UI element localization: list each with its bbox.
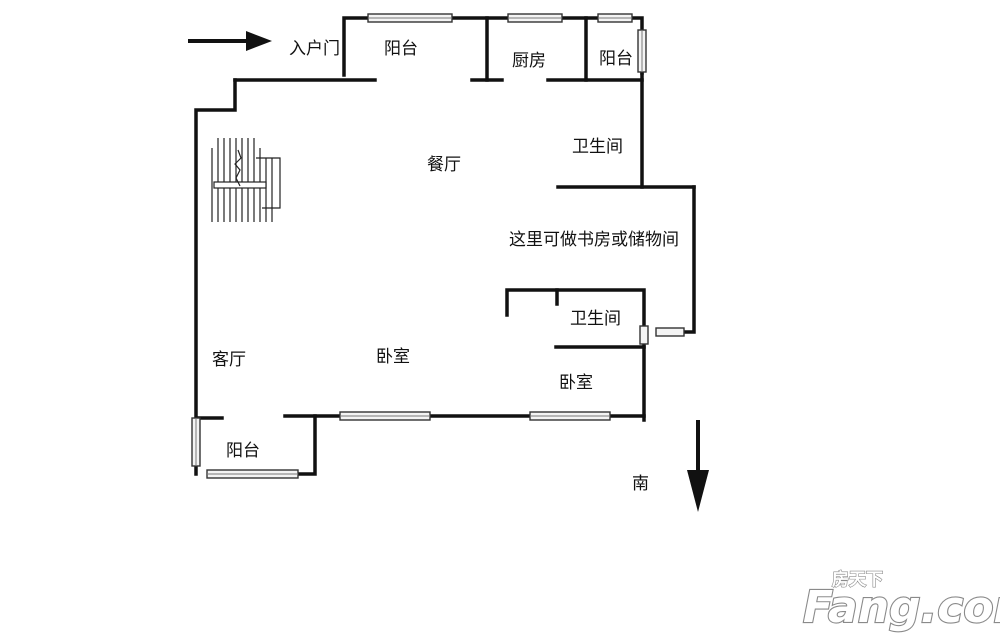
label-balcony-top: 阳台: [384, 39, 418, 59]
windows: [191, 13, 685, 479]
south-arrow-icon: [687, 420, 709, 512]
staircase: [211, 138, 281, 222]
compass-south-label: 南: [632, 474, 649, 494]
label-dining: 餐厅: [427, 155, 461, 175]
label-bathroom-1: 卫生间: [572, 137, 623, 157]
label-living: 客厅: [212, 350, 246, 370]
label-entry-door: 入户门: [289, 39, 340, 59]
label-bedroom-2: 卧室: [559, 373, 593, 393]
entry-arrow-icon: [188, 31, 272, 51]
label-study-note: 这里可做书房或储物间: [509, 230, 679, 250]
label-bedroom-1: 卧室: [376, 347, 410, 367]
label-bathroom-2: 卫生间: [570, 309, 621, 329]
label-balcony-bottom: 阳台: [226, 441, 260, 461]
label-kitchen: 厨房: [512, 51, 546, 71]
fang-watermark-logo: 房天下 Fang.com: [802, 568, 1000, 634]
watermark-brand-en: Fang.com: [803, 582, 1000, 633]
watermark-brand-cn: 房天下: [832, 569, 883, 590]
label-balcony-right: 阳台: [599, 49, 633, 69]
